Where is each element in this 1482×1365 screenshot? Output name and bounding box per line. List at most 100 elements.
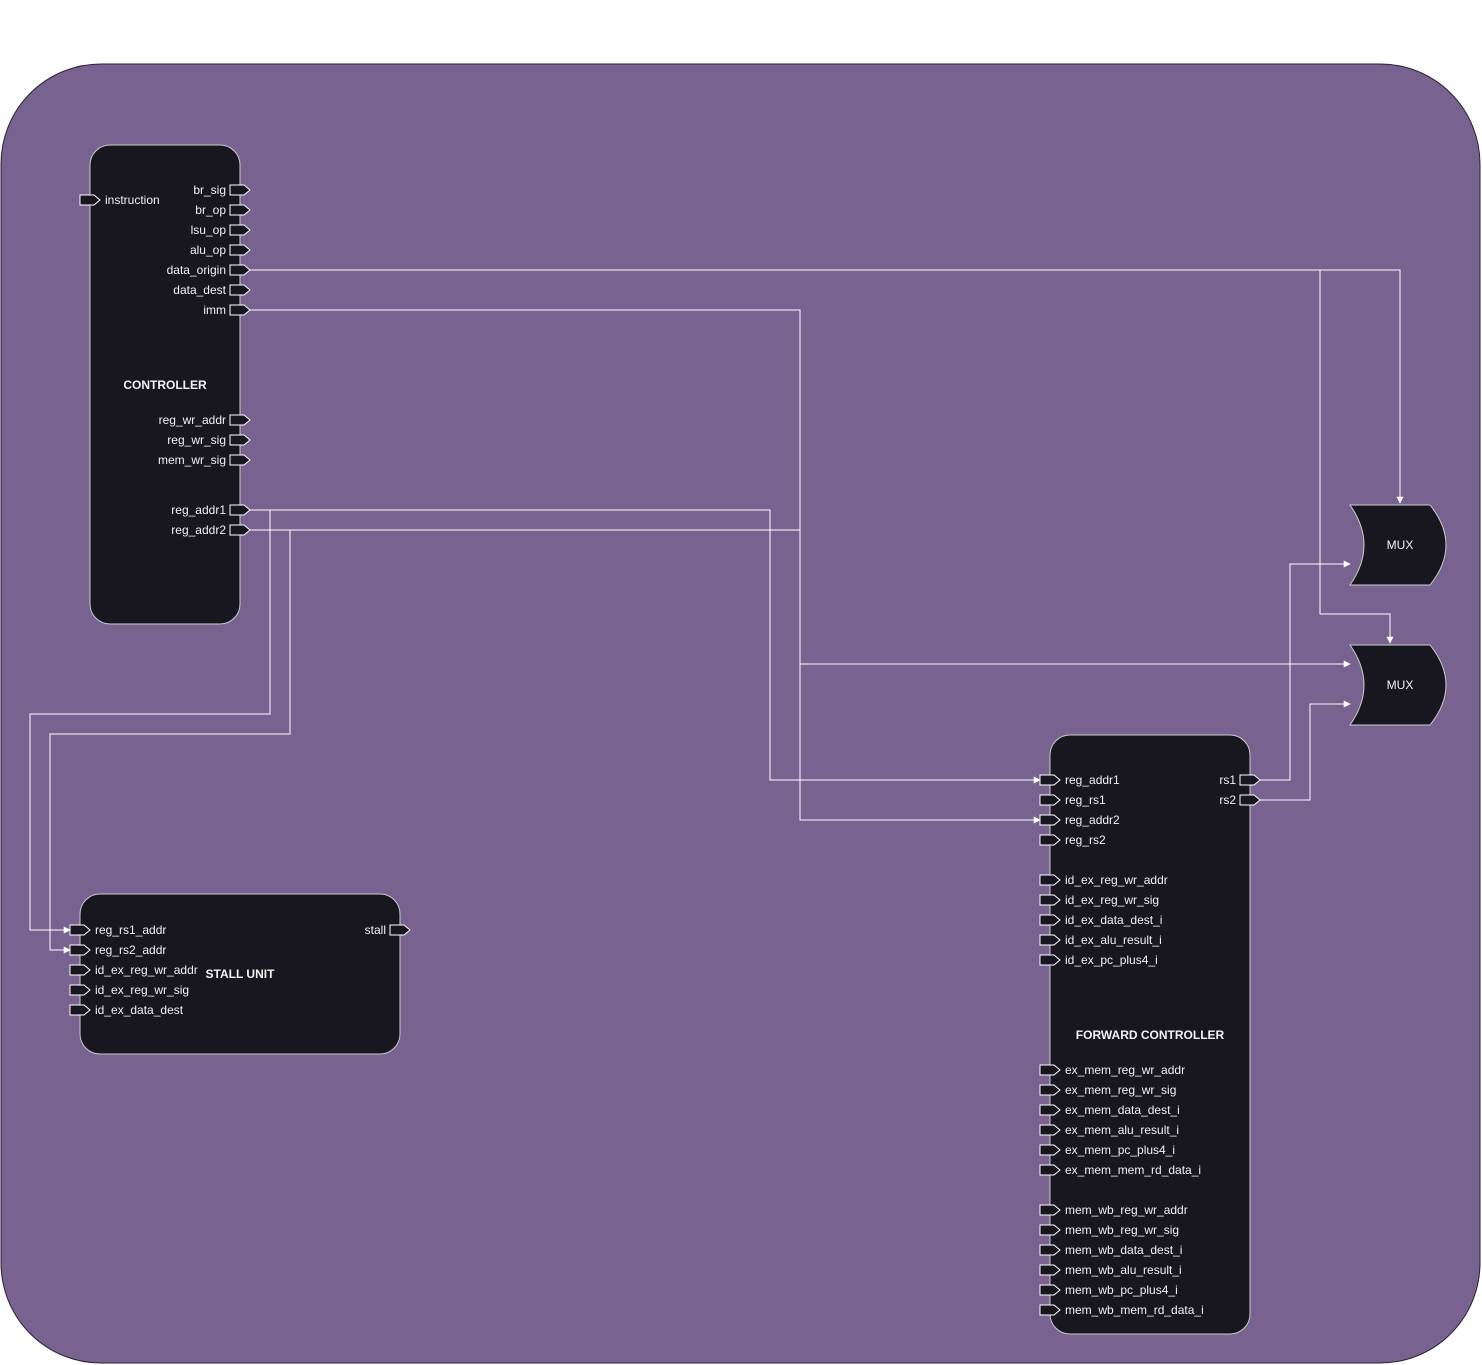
controller-port-reg-wr-sig[interactable]: reg_wr_sig <box>167 433 251 447</box>
controller-title: CONTROLLER <box>123 378 207 392</box>
svg-text:data_origin: data_origin <box>167 263 226 277</box>
svg-text:ex_mem_data_dest_i: ex_mem_data_dest_i <box>1065 1103 1180 1117</box>
stall-port-id-ex-data-dest[interactable]: id_ex_data_dest <box>69 1003 184 1017</box>
controller-block[interactable]: CONTROLLER instruction br_sig br_op lsu_… <box>79 144 251 625</box>
svg-text:mem_wb_mem_rd_data_i: mem_wb_mem_rd_data_i <box>1065 1303 1204 1317</box>
stall-unit-title: STALL UNIT <box>206 967 276 981</box>
wire-rs2-to-mux-bottom <box>1260 700 1351 801</box>
fwd-port-ex-mem-alu-result-i[interactable]: ex_mem_alu_result_i <box>1039 1123 1179 1137</box>
fwd-port-rs2[interactable]: rs2 <box>1219 793 1261 807</box>
wire-imm-to-mux-bottom <box>250 309 1351 668</box>
fwd-port-mem-wb-data-dest-i[interactable]: mem_wb_data_dest_i <box>1039 1243 1182 1257</box>
fwd-port-mem-wb-pc-plus4-i[interactable]: mem_wb_pc_plus4_i <box>1039 1283 1178 1297</box>
svg-text:ex_mem_pc_plus4_i: ex_mem_pc_plus4_i <box>1065 1143 1175 1157</box>
mux-bottom[interactable]: MUX <box>1349 644 1447 726</box>
svg-text:reg_addr2: reg_addr2 <box>1065 813 1120 827</box>
controller-port-instruction[interactable]: instruction <box>79 193 160 207</box>
svg-text:rs2: rs2 <box>1219 793 1236 807</box>
svg-text:br_sig: br_sig <box>193 183 226 197</box>
svg-text:reg_addr1: reg_addr1 <box>171 503 226 517</box>
svg-text:reg_rs1: reg_rs1 <box>1065 793 1106 807</box>
svg-text:mem_wb_data_dest_i: mem_wb_data_dest_i <box>1065 1243 1182 1257</box>
wire-rs1-to-mux-top <box>1260 560 1351 781</box>
svg-text:ex_mem_reg_wr_addr: ex_mem_reg_wr_addr <box>1065 1063 1185 1077</box>
svg-text:mem_wb_reg_wr_addr: mem_wb_reg_wr_addr <box>1065 1203 1188 1217</box>
wire-reg-addr2-to-fwd <box>250 529 1041 824</box>
stall-port-id-ex-reg-wr-addr[interactable]: id_ex_reg_wr_addr <box>69 963 198 977</box>
wire-data-origin-to-mux-bottom <box>1319 270 1394 644</box>
svg-text:id_ex_reg_wr_sig: id_ex_reg_wr_sig <box>1065 893 1159 907</box>
fwd-port-reg-addr2[interactable]: reg_addr2 <box>1039 813 1120 827</box>
controller-port-reg-wr-addr[interactable]: reg_wr_addr <box>159 413 251 427</box>
stall-port-stall[interactable]: stall <box>365 923 411 937</box>
svg-text:ex_mem_mem_rd_data_i: ex_mem_mem_rd_data_i <box>1065 1163 1201 1177</box>
svg-text:imm: imm <box>203 303 226 317</box>
fwd-port-id-ex-alu-result-i[interactable]: id_ex_alu_result_i <box>1039 933 1162 947</box>
fwd-port-ex-mem-reg-wr-sig[interactable]: ex_mem_reg_wr_sig <box>1039 1083 1176 1097</box>
svg-text:mem_wb_alu_result_i: mem_wb_alu_result_i <box>1065 1263 1182 1277</box>
svg-text:id_ex_reg_wr_addr: id_ex_reg_wr_addr <box>95 963 198 977</box>
svg-text:lsu_op: lsu_op <box>191 223 227 237</box>
fwd-port-ex-mem-mem-rd-data-i[interactable]: ex_mem_mem_rd_data_i <box>1039 1163 1201 1177</box>
fwd-port-reg-rs2[interactable]: reg_rs2 <box>1039 833 1106 847</box>
stall-unit-block[interactable]: STALL UNIT reg_rs1_addr reg_rs2_addr id_… <box>69 893 411 1055</box>
svg-text:reg_addr1: reg_addr1 <box>1065 773 1120 787</box>
svg-text:id_ex_data_dest_i: id_ex_data_dest_i <box>1065 913 1162 927</box>
fwd-port-ex-mem-reg-wr-addr[interactable]: ex_mem_reg_wr_addr <box>1039 1063 1185 1077</box>
svg-text:br_op: br_op <box>195 203 226 217</box>
controller-port-alu-op[interactable]: alu_op <box>190 243 251 257</box>
fwd-port-mem-wb-reg-wr-addr[interactable]: mem_wb_reg_wr_addr <box>1039 1203 1188 1217</box>
controller-port-data-dest[interactable]: data_dest <box>173 283 251 297</box>
wire-data-origin-to-mux-top <box>250 269 1404 504</box>
fwd-port-reg-addr1[interactable]: reg_addr1 <box>1039 773 1120 787</box>
fwd-port-id-ex-data-dest-i[interactable]: id_ex_data_dest_i <box>1039 913 1162 927</box>
svg-text:reg_addr2: reg_addr2 <box>171 523 226 537</box>
svg-text:mem_wb_pc_plus4_i: mem_wb_pc_plus4_i <box>1065 1283 1178 1297</box>
wire-reg-addr1-to-fwd <box>250 509 1041 784</box>
svg-text:stall: stall <box>365 923 386 937</box>
svg-text:rs1: rs1 <box>1219 773 1236 787</box>
fwd-port-reg-rs1[interactable]: reg_rs1 <box>1039 793 1106 807</box>
fwd-port-ex-mem-data-dest-i[interactable]: ex_mem_data_dest_i <box>1039 1103 1180 1117</box>
svg-text:instruction: instruction <box>105 193 160 207</box>
svg-text:alu_op: alu_op <box>190 243 226 257</box>
mux-top[interactable]: MUX <box>1349 504 1447 586</box>
fwd-port-mem-wb-reg-wr-sig[interactable]: mem_wb_reg_wr_sig <box>1039 1223 1179 1237</box>
svg-text:id_ex_reg_wr_sig: id_ex_reg_wr_sig <box>95 983 189 997</box>
controller-port-lsu-op[interactable]: lsu_op <box>191 223 251 237</box>
svg-text:id_ex_data_dest: id_ex_data_dest <box>95 1003 184 1017</box>
wire-reg-addr1-to-stall <box>29 510 271 934</box>
svg-text:reg_rs2: reg_rs2 <box>1065 833 1106 847</box>
svg-text:ex_mem_alu_result_i: ex_mem_alu_result_i <box>1065 1123 1179 1137</box>
svg-text:reg_rs2_addr: reg_rs2_addr <box>95 943 166 957</box>
controller-port-reg-addr2[interactable]: reg_addr2 <box>171 523 251 537</box>
fwd-port-rs1[interactable]: rs1 <box>1219 773 1261 787</box>
mux-top-label: MUX <box>1387 538 1414 552</box>
svg-text:reg_wr_addr: reg_wr_addr <box>159 413 226 427</box>
fwd-port-mem-wb-alu-result-i[interactable]: mem_wb_alu_result_i <box>1039 1263 1182 1277</box>
stall-port-id-ex-reg-wr-sig[interactable]: id_ex_reg_wr_sig <box>69 983 189 997</box>
stall-port-reg-rs2-addr[interactable]: reg_rs2_addr <box>69 943 166 957</box>
controller-port-reg-addr1[interactable]: reg_addr1 <box>171 503 251 517</box>
svg-text:data_dest: data_dest <box>173 283 226 297</box>
fwd-port-id-ex-reg-wr-addr[interactable]: id_ex_reg_wr_addr <box>1039 873 1168 887</box>
controller-port-mem-wr-sig[interactable]: mem_wr_sig <box>158 453 251 467</box>
fwd-port-id-ex-reg-wr-sig[interactable]: id_ex_reg_wr_sig <box>1039 893 1159 907</box>
fwd-port-ex-mem-pc-plus4-i[interactable]: ex_mem_pc_plus4_i <box>1039 1143 1175 1157</box>
stall-port-reg-rs1-addr[interactable]: reg_rs1_addr <box>69 923 166 937</box>
controller-port-imm[interactable]: imm <box>203 303 251 317</box>
mux-bottom-label: MUX <box>1387 678 1414 692</box>
controller-port-br-sig[interactable]: br_sig <box>193 183 251 197</box>
fwd-port-mem-wb-mem-rd-data-i[interactable]: mem_wb_mem_rd_data_i <box>1039 1303 1204 1317</box>
controller-port-br-op[interactable]: br_op <box>195 203 251 217</box>
svg-text:id_ex_alu_result_i: id_ex_alu_result_i <box>1065 933 1162 947</box>
forward-controller-title: FORWARD CONTROLLER <box>1076 1028 1225 1042</box>
fwd-port-id-ex-pc-plus4-i[interactable]: id_ex_pc_plus4_i <box>1039 953 1158 967</box>
svg-text:id_ex_pc_plus4_i: id_ex_pc_plus4_i <box>1065 953 1158 967</box>
svg-text:reg_wr_sig: reg_wr_sig <box>167 433 226 447</box>
wire-reg-addr2-to-stall <box>49 530 291 954</box>
controller-port-data-origin[interactable]: data_origin <box>167 263 251 277</box>
svg-text:ex_mem_reg_wr_sig: ex_mem_reg_wr_sig <box>1065 1083 1176 1097</box>
forward-controller-block[interactable]: FORWARD CONTROLLER reg_addr1 reg_rs1 reg… <box>1039 734 1261 1335</box>
svg-text:mem_wb_reg_wr_sig: mem_wb_reg_wr_sig <box>1065 1223 1179 1237</box>
